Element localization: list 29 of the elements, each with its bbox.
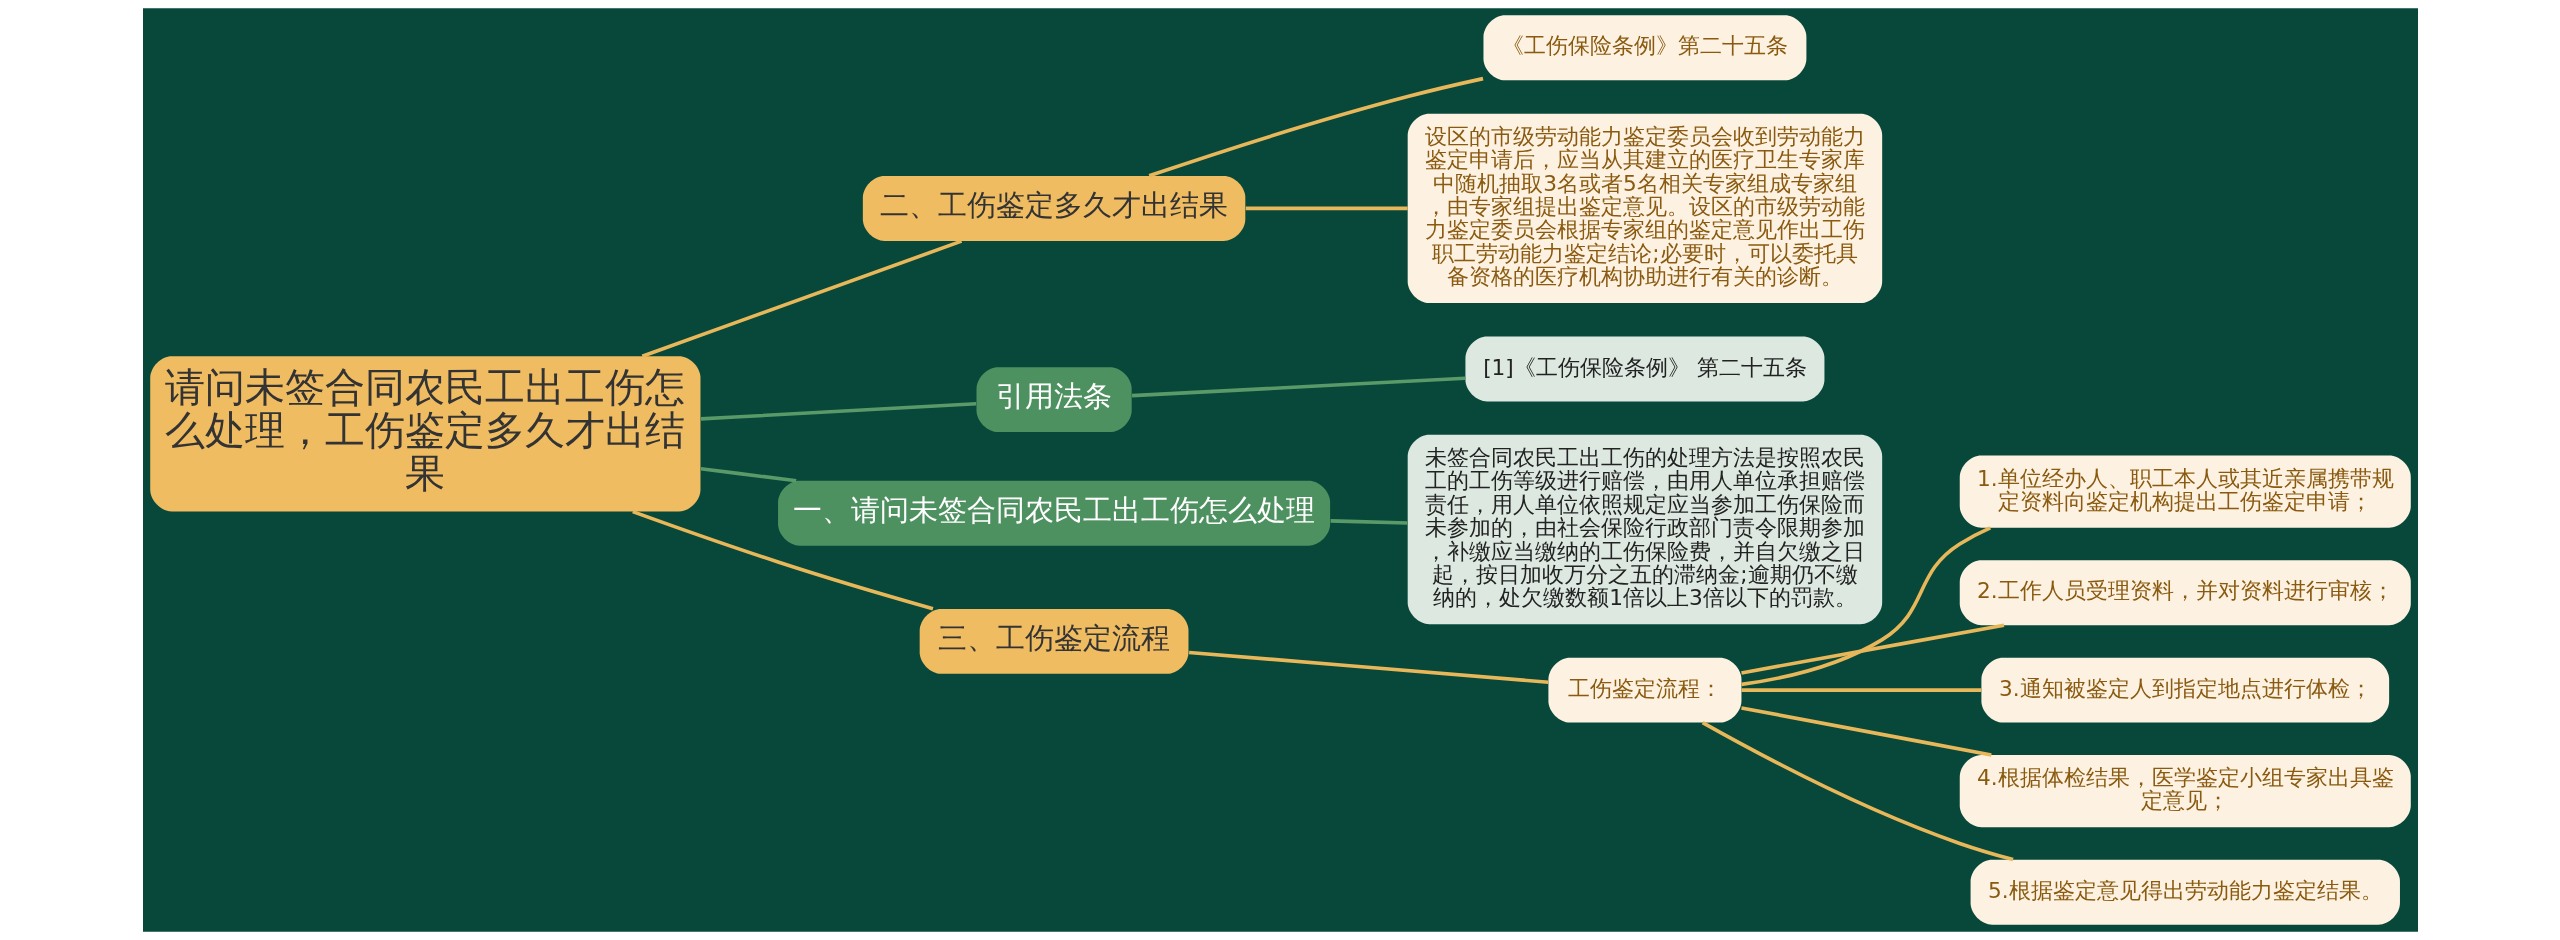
- connector: [631, 509, 933, 611]
- node-box: 二、工伤鉴定多久才出结果: [862, 175, 1245, 241]
- connector: [1740, 623, 2004, 675]
- connector: [700, 466, 796, 483]
- connector: [1740, 688, 1981, 692]
- connector: [1188, 650, 1548, 685]
- node-box: 5.根据鉴定意见得出劳动能力鉴定结果。: [1970, 859, 2400, 925]
- connector: [1131, 376, 1465, 398]
- connector: [700, 402, 976, 421]
- node-box: 《工伤保险条例》第二十五条: [1482, 15, 1806, 81]
- connector: [1148, 76, 1483, 178]
- connector: [1740, 706, 1992, 757]
- node-box: 引用法条: [976, 367, 1132, 433]
- connector: [1330, 519, 1407, 525]
- connector: [641, 239, 962, 358]
- node-box: 2.工作人员受理资料，并对资料进行审核；: [1959, 560, 2411, 626]
- node-box: 一、请问未签合同农民工出工伤怎么处理: [777, 480, 1330, 546]
- node-box: 未签合同农民工出工伤的处理方法是按照农民工的工伤等级进行赔偿，由用人单位承担赔偿责任，用人单位依照规定应当参加工伤保险而未参加的，由社会保险行政部门责令限期参加，补缴应当缴纳的工伤保险费，并自欠缴之日起，按日加收万分之五的滞纳金;逾期仍不缴纳的，处欠缴数额1倍以上3倍以下的罚款。: [1407, 434, 1882, 625]
- node-box: 1.单位经办人、职工本人或其近亲属携带规定资料向鉴定机构提出工伤鉴定申请；: [1959, 455, 2411, 528]
- connector: [1740, 526, 1991, 687]
- node-box: 工伤鉴定流程：: [1547, 657, 1741, 723]
- node-box: 4.根据体检结果，医学鉴定小组专家出具鉴定意见；: [1959, 755, 2411, 828]
- node-box: 三、工伤鉴定流程: [919, 608, 1188, 674]
- node-box: 请问未签合同农民工出工伤怎么处理，工伤鉴定多久才出结果: [149, 356, 700, 512]
- node-box: [1]《工伤保险条例》 第二十五条: [1464, 336, 1824, 402]
- node-box: 3.通知被鉴定人到指定地点进行体检；: [1980, 657, 2389, 723]
- connector: [1701, 721, 2014, 862]
- connector: [1245, 206, 1408, 211]
- node-box: 设区的市级劳动能力鉴定委员会收到劳动能力鉴定申请后，应当从其建立的医疗卫生专家库中随机抽取3名或者5名相关专家组成专家组，由专家组提出鉴定意见。设区的市级劳动能力鉴定委员会根据专家组的鉴定意见作出工伤职工劳动能力鉴定结论;必要时，可以委托具备资格的医疗机构协助进行有关的诊断。: [1407, 113, 1882, 304]
